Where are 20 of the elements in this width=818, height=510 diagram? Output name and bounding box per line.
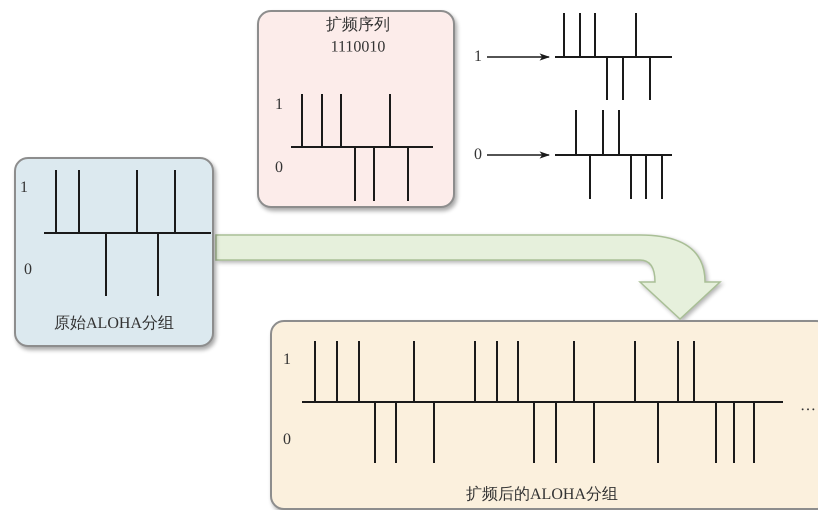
arrow [487,53,550,61]
box-label: 扩频后的ALOHA分组 [466,486,618,504]
packet-box [270,320,818,510]
bit-label: 1 [474,48,482,66]
arrow [487,151,550,159]
axis-label: 1 [20,179,28,197]
box-label: 原始ALOHA分组 [54,315,174,333]
bit-label: 0 [474,146,482,164]
sequence-title: 扩频序列 1110010 [325,15,391,57]
sequence-box [257,10,455,208]
arrow [215,234,721,320]
axis-label: 0 [24,261,32,279]
axis-label: 1 [283,351,291,369]
ellipsis: … [800,397,816,415]
waveform-drawing [553,108,674,201]
axis-label: 1 [275,96,283,114]
axis-label: 0 [283,431,291,449]
waveform-drawing [553,11,674,102]
axis-label: 0 [275,159,283,177]
packet-box [14,157,214,347]
